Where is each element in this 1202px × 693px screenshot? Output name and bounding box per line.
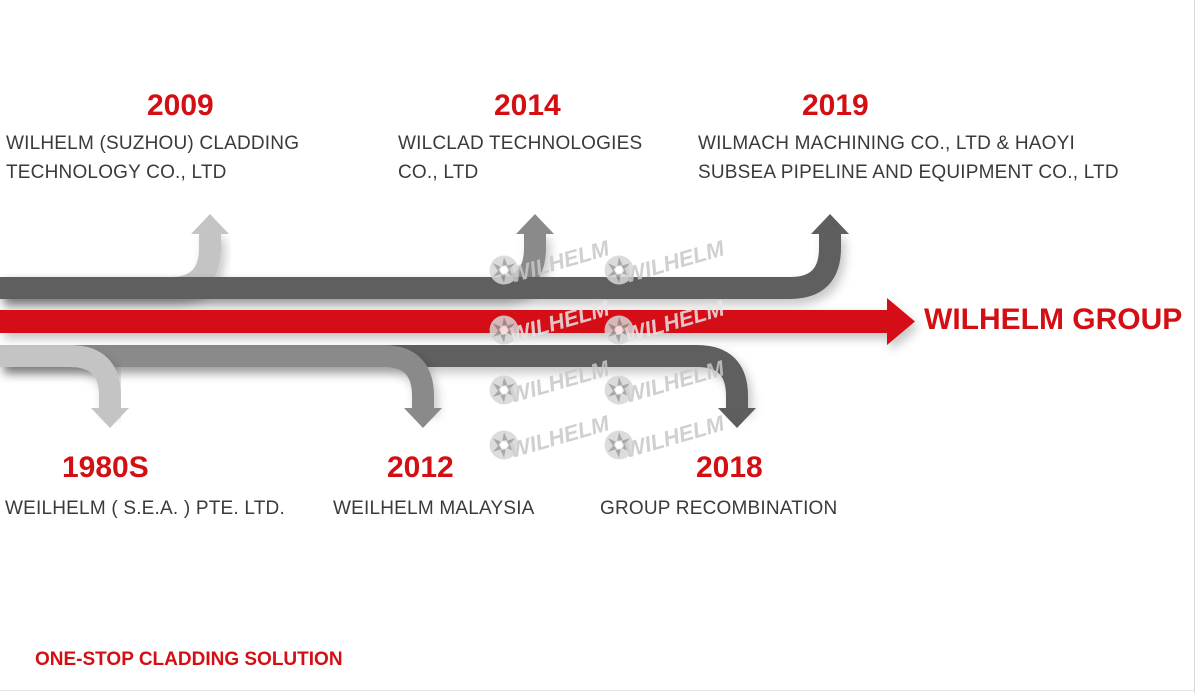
- slide-edge: [1194, 0, 1195, 693]
- milestone-desc-2009: WILHELM (SUZHOU) CLADDING TECHNOLOGY CO.…: [6, 129, 299, 187]
- arrowhead-down-1980s: [91, 408, 129, 428]
- svg-text:WILHELM: WILHELM: [621, 295, 727, 348]
- milestone-year-2019: 2019: [802, 89, 869, 122]
- milestone-desc-line: WILCLAD TECHNOLOGIES: [398, 133, 643, 154]
- milestone-desc-line: WEILHELM MALAYSIA: [333, 498, 535, 519]
- milestone-desc-2019: WILMACH MACHINING CO., LTD & HAOYI SUBSE…: [698, 129, 1119, 187]
- milestone-desc-line: TECHNOLOGY CO., LTD: [6, 162, 227, 183]
- milestone-desc-line: WILHELM (SUZHOU) CLADDING: [6, 133, 300, 154]
- milestone-desc-2012: WEILHELM MALAYSIA: [333, 494, 535, 523]
- tagline: ONE-STOP CLADDING SOLUTION: [35, 649, 343, 670]
- arrow-up-2019: [0, 232, 841, 299]
- milestone-year-1980s: 1980S: [62, 451, 149, 484]
- milestone-desc-1980s: WEILHELM ( S.E.A. ) PTE. LTD.: [5, 494, 285, 523]
- arrowhead-down-2012: [404, 408, 442, 428]
- main-red-arrow: [0, 298, 915, 345]
- milestone-desc-line: WEILHELM ( S.E.A. ) PTE. LTD.: [5, 498, 285, 519]
- group-title: WILHELM GROUP: [924, 303, 1183, 336]
- milestone-desc-line: SUBSEA PIPELINE AND EQUIPMENT CO., LTD: [698, 162, 1119, 183]
- slide-bottom-edge: [0, 690, 1194, 691]
- milestone-year-2012: 2012: [387, 451, 454, 484]
- milestone-desc-line: WILMACH MACHINING CO., LTD & HAOYI: [698, 133, 1075, 154]
- arrow-down-2018: [0, 345, 748, 410]
- milestone-year-2018: 2018: [696, 451, 763, 484]
- arrowhead-down-2018: [718, 408, 756, 428]
- svg-text:WILHELM: WILHELM: [506, 295, 612, 348]
- milestone-desc-2014: WILCLAD TECHNOLOGIES CO., LTD: [398, 129, 642, 187]
- milestone-desc-line: CO., LTD: [398, 162, 479, 183]
- milestone-desc-line: GROUP RECOMBINATION: [600, 498, 838, 519]
- arrowhead-up-2009: [191, 214, 229, 234]
- milestone-desc-2018: GROUP RECOMBINATION: [600, 494, 837, 523]
- milestone-year-2009: 2009: [147, 89, 214, 122]
- arrow-down-2012: [0, 345, 434, 410]
- arrowhead-up-2014: [516, 214, 554, 234]
- svg-text:WILHELM: WILHELM: [506, 410, 612, 463]
- arrowhead-up-2019: [811, 214, 849, 234]
- arrow-down-1980s: [0, 345, 121, 410]
- milestone-year-2014: 2014: [494, 89, 561, 122]
